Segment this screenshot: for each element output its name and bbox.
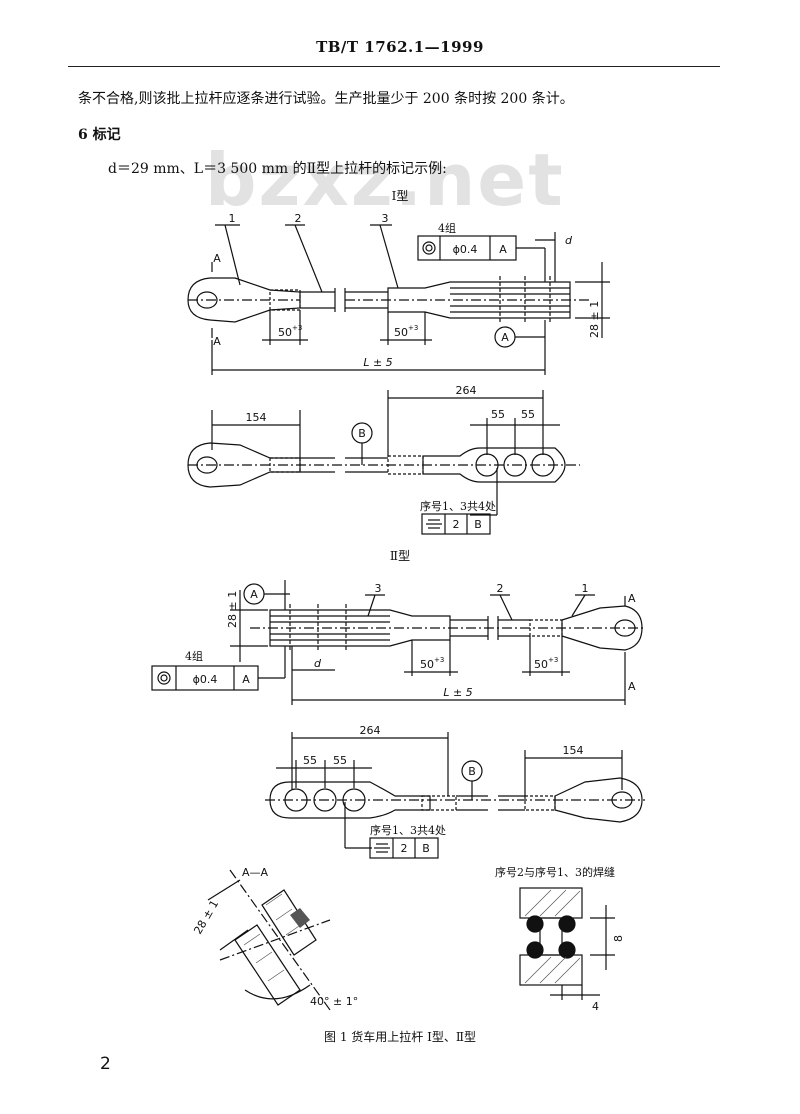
type2-sym-value: 2 [401,842,408,855]
type1-dim-55b: 55 [521,408,535,421]
type2-dim-55b: 55 [333,754,347,767]
type2-section-A-bottom: A [628,680,636,693]
type2-dim-50b-tol: +3 [548,656,558,664]
type2-datum-A: A [250,588,258,601]
type2-section-A-top: A [628,592,636,605]
section-angle: 40° ± 1° [310,995,358,1008]
type1-dim-L: L ± 5 [363,356,392,369]
type1-sym-datum: B [474,518,482,531]
type2-dim-50b: 50 [534,658,548,671]
section-dim-28: 28 ± 1 [191,898,221,937]
type2-seq-note: 序号1、3共4处 [370,823,446,837]
type1-part3-label: 3 [382,212,389,225]
type2-dim-154: 154 [563,744,584,757]
type2-dim-d: d [314,657,322,670]
type2-dim-28: 28 ± 1 [226,591,239,628]
type1-dim-55a: 55 [491,408,505,421]
type1-part2-label: 2 [295,212,302,225]
section-A-A-view [207,869,331,1011]
type2-sym-datum: B [422,842,430,855]
page-number: 2 [100,1054,111,1074]
type1-dim-28: 28 ± 1 [588,301,601,338]
type2-tolerance-value: ϕ0.4 [193,673,218,686]
type1-title: Ⅰ型 [392,189,409,203]
weld-view [519,887,615,1000]
type1-section-A-top: A [213,252,221,265]
type2-sym-frame [369,837,439,859]
type2-dim-264: 264 [360,724,381,737]
standard-header: TB/T 1762.1—1999 [316,38,484,56]
type1-tolerance-value: ϕ0.4 [453,243,478,256]
figure-caption: 图 1 货车用上拉杆 Ⅰ型、Ⅱ型 [324,1030,476,1044]
type2-title: Ⅱ型 [390,549,410,563]
body-paragraph: 条不合格,则该批上拉杆应逐条进行试验。生产批量少于 200 条时按 200 条计… [78,91,574,107]
marking-example: d＝29 mm、L＝3 500 mm 的Ⅱ型上拉杆的标记示例: [108,161,447,177]
type1-group4-label: 4组 [438,221,456,235]
type1-datum-B: B [358,427,366,440]
type1-sym-frame [421,513,491,535]
type2-part2-label: 2 [497,582,504,595]
type1-dim-50a-tol: +3 [292,324,302,332]
type1-sym-value: 2 [453,518,460,531]
type1-dim-d: d [565,234,573,247]
type1-side-plate [422,447,566,483]
section-A-A-title: A—A [242,866,269,879]
type2-tolerance-datum: A [242,673,250,686]
type1-dim-154: 154 [246,411,267,424]
weld-dim-8: 8 [612,935,625,942]
type1-tolerance-datum: A [499,243,507,256]
type2-dim-50a-tol: +3 [434,656,444,664]
type2-dim-50a: 50 [420,658,434,671]
type1-dim-264: 264 [456,384,477,397]
type1-dim-50a: 50 [278,326,292,339]
type1-section-A-bottom: A [213,335,221,348]
type2-side-plate [269,781,431,819]
section-title: 6 标记 [78,127,121,143]
type1-seq-note: 序号1、3共4处 [420,499,496,513]
header-rule [68,66,720,67]
type1-sleeve [387,281,571,319]
type1-part1-label: 1 [229,212,236,225]
type2-dim-L: L ± 5 [443,686,472,699]
weld-view-title: 序号2与序号1、3的焊缝 [495,865,615,879]
type1-dim-50b: 50 [394,326,408,339]
watermark: bzxz.net [205,138,565,222]
type2-datum-B: B [468,765,476,778]
type2-group4-label: 4组 [185,649,203,663]
type1-dim-50b-tol: +3 [408,324,418,332]
type2-dim-55a: 55 [303,754,317,767]
type2-side-eye-end [554,777,643,823]
weld-dim-4: 4 [592,1000,599,1013]
type1-datum-A: A [501,331,509,344]
type2-part3-label: 3 [375,582,382,595]
type2-part1-label: 1 [582,582,589,595]
